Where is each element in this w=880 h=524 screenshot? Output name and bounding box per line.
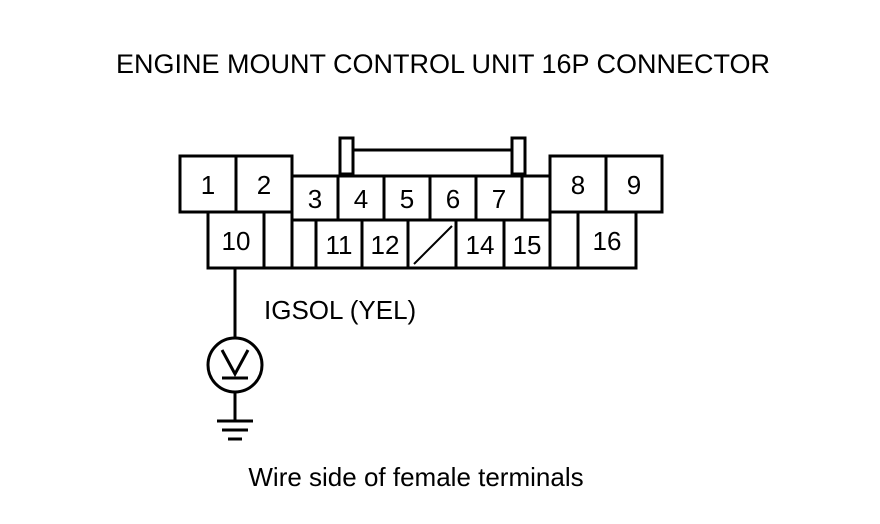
pin-6: 6 (446, 184, 460, 214)
pin-4: 4 (354, 184, 368, 214)
diagram-caption: Wire side of female terminals (248, 462, 583, 492)
pin-10: 10 (222, 226, 251, 256)
pin-14: 14 (466, 230, 495, 260)
pin-7: 7 (492, 184, 506, 214)
pin-1: 1 (201, 170, 215, 200)
pin-9: 9 (627, 170, 641, 200)
connector-housing (178, 136, 664, 270)
pin-2: 2 (257, 170, 271, 200)
pin-11: 11 (326, 230, 353, 260)
pin-12: 12 (371, 230, 400, 260)
pin-8: 8 (571, 170, 585, 200)
pin-5: 5 (400, 184, 414, 214)
diagram-title: ENGINE MOUNT CONTROL UNIT 16P CONNECTOR (116, 49, 770, 79)
pin-3: 3 (308, 184, 322, 214)
voltmeter-icon (206, 336, 264, 394)
pin-15: 15 (513, 230, 542, 260)
lock-tab-left (338, 136, 355, 176)
empty-cavity-13 (413, 225, 453, 265)
ground-icon (217, 419, 253, 441)
lock-tab-right (510, 136, 527, 176)
wire-label: IGSOL (YEL) (264, 295, 416, 325)
pin-labels: 1 2 3 4 5 6 7 8 9 10 11 12 14 15 16 (201, 170, 641, 260)
pin-16: 16 (593, 226, 622, 256)
